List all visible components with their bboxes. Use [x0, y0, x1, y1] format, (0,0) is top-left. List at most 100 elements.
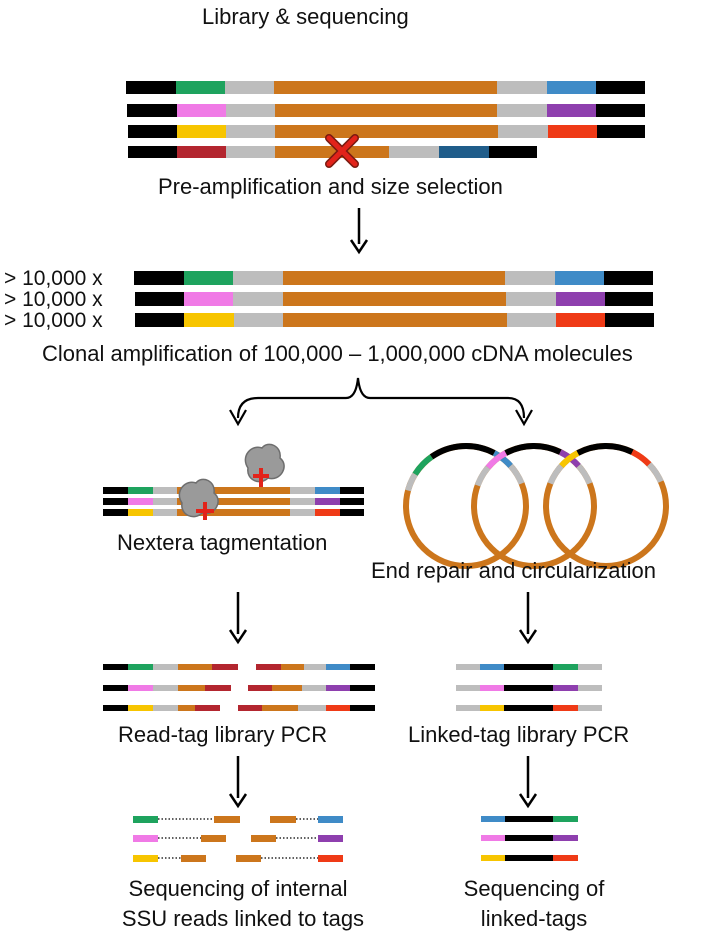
segment: [456, 664, 480, 670]
segment: [555, 271, 604, 285]
segment: [176, 81, 225, 94]
label-seq-linked-1: Sequencing of: [463, 876, 605, 901]
linkedtag-fragment-1: [456, 664, 602, 670]
segment: [480, 685, 504, 691]
circle-arc: [429, 443, 496, 460]
read-segment: [133, 855, 158, 862]
seq-read-row-1: [133, 816, 343, 823]
segment: [505, 271, 555, 285]
circle-arc: [576, 443, 634, 456]
arrow-linkedtag-to-seq: [518, 756, 538, 809]
molecule-1: [126, 81, 645, 94]
segment: [103, 705, 128, 711]
segment: [225, 81, 274, 94]
segment: [275, 104, 497, 117]
readtag-fragment-2b: [248, 685, 375, 691]
segment: [481, 835, 505, 841]
segment: [184, 271, 233, 285]
seq-linked-row-3: [481, 855, 578, 861]
segment: [547, 104, 596, 117]
segment: [262, 705, 298, 711]
segment: [553, 664, 578, 670]
tag-molecule-2: [103, 498, 364, 505]
segment: [128, 125, 177, 138]
segment: [281, 664, 304, 670]
segment: [128, 664, 153, 670]
segment: [596, 104, 645, 117]
segment: [234, 313, 283, 327]
segment: [556, 313, 605, 327]
segment: [238, 705, 262, 711]
segment: [489, 146, 537, 158]
segment: [153, 498, 177, 505]
cross-icon: [325, 134, 359, 168]
segment: [212, 664, 238, 670]
segment: [578, 664, 602, 670]
segment: [605, 313, 654, 327]
segment: [275, 125, 498, 138]
segment: [128, 509, 153, 516]
read-segment: [133, 816, 158, 823]
label-clonal-amplification: Clonal amplification of 100,000 – 1,000,…: [42, 341, 633, 366]
segment: [226, 146, 275, 158]
segment: [596, 81, 645, 94]
label-end-repair: End repair and circularization: [371, 558, 656, 583]
segment: [274, 81, 497, 94]
arrow-head: [518, 629, 538, 645]
label-seq-internal-2: SSU reads linked to tags: [121, 906, 365, 931]
label-multiplier-1: > 10,000 x: [4, 267, 103, 290]
arrow-head: [518, 793, 538, 809]
segment: [302, 685, 326, 691]
circle-arc: [576, 463, 593, 485]
segment: [153, 705, 178, 711]
segment: [184, 313, 234, 327]
read-segment: [318, 855, 343, 862]
segment: [389, 146, 439, 158]
segment: [177, 509, 290, 516]
segment: [153, 685, 178, 691]
segment: [177, 487, 290, 494]
clonal-molecule-3: [135, 313, 654, 327]
readtag-fragment-1b: [256, 664, 375, 670]
segment: [498, 125, 548, 138]
segment: [248, 685, 272, 691]
circle-arc: [504, 443, 562, 456]
segment: [553, 816, 578, 822]
segment: [283, 271, 505, 285]
segment: [350, 705, 375, 711]
segment: [128, 498, 153, 505]
cut-site-icon-lower: [196, 502, 214, 520]
circle-arc: [559, 450, 580, 468]
segment: [178, 664, 212, 670]
clonal-molecule-1: [134, 271, 653, 285]
segment: [481, 816, 505, 822]
segment: [340, 487, 364, 494]
read-segment: [201, 835, 226, 842]
label-seq-linked-2: linked-tags: [480, 906, 588, 931]
circle-arc: [412, 454, 434, 476]
brace-line: [236, 377, 526, 419]
read-segment: [214, 816, 240, 823]
segment: [315, 509, 340, 516]
segment: [480, 705, 504, 711]
segment: [178, 705, 195, 711]
segment: [103, 685, 128, 691]
readtag-fragment-3b: [238, 705, 375, 711]
circle-arc: [508, 463, 525, 485]
read-segment: [181, 855, 206, 862]
arrow-pre-to-clonal: [349, 208, 369, 255]
segment: [226, 104, 275, 117]
molecule-3: [128, 125, 645, 138]
seq-linked-row-1: [481, 816, 578, 822]
label-nextera-tagmentation: Nextera tagmentation: [117, 530, 328, 555]
segment: [256, 664, 281, 670]
segment: [315, 487, 340, 494]
segment: [153, 487, 177, 494]
segment: [604, 271, 653, 285]
segment: [326, 705, 350, 711]
read-segment: [318, 816, 343, 823]
circle-arc: [547, 463, 564, 485]
read-segment: [251, 835, 276, 842]
circle-arc: [492, 450, 513, 468]
circle-arc: [646, 462, 664, 483]
